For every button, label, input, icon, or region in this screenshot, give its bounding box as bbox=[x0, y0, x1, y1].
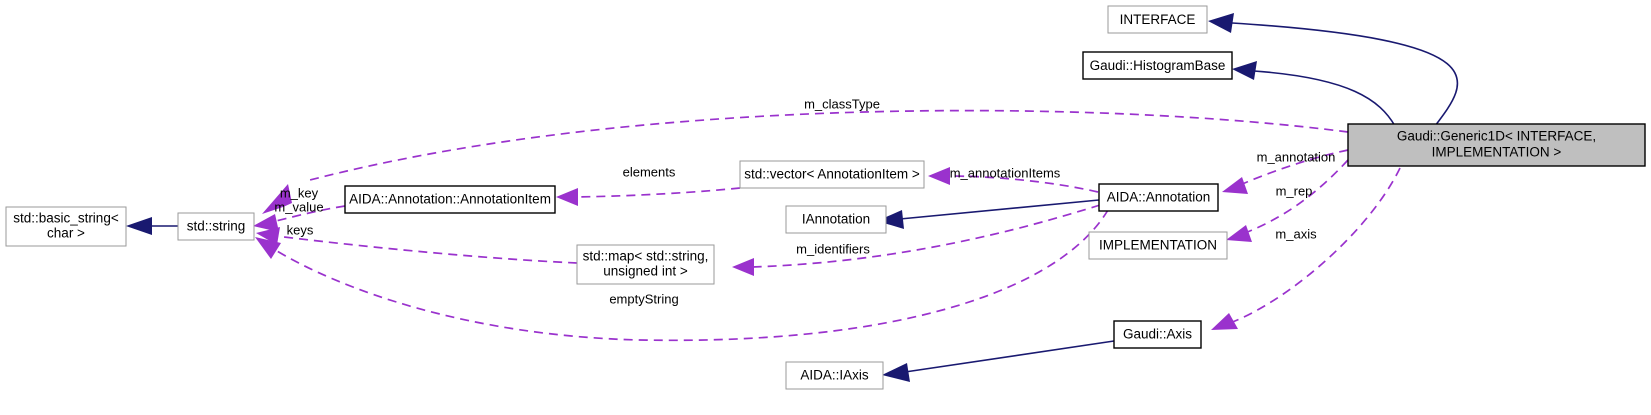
edge-m_classType: m_classType bbox=[262, 96, 1349, 214]
edge-label-keys: keys bbox=[287, 222, 314, 237]
edge-label-m_identifiers: m_identifiers bbox=[796, 241, 870, 256]
node-std-vector-annotationitem-box[interactable] bbox=[739, 160, 925, 189]
node-gaudi-generic1d-label-line1: Gaudi::Generic1D< INTERFACE, bbox=[1397, 129, 1596, 144]
edge-m_rep: m_rep bbox=[1226, 159, 1349, 242]
edge-inherit-basicstring bbox=[126, 217, 178, 235]
edge-label-m_value: m_value bbox=[274, 199, 323, 214]
node-std-basic-string-box[interactable] bbox=[5, 206, 127, 247]
edge-label-m_annotation: m_annotation bbox=[1257, 149, 1336, 164]
node-implementation[interactable]: IMPLEMENTATION bbox=[1088, 231, 1228, 260]
node-std-vector-annotationitem[interactable]: std::vector< AnnotationItem > bbox=[739, 160, 925, 189]
node-aida-annotation-box[interactable] bbox=[1098, 183, 1219, 212]
edge-m_key-m_value: m_key m_value bbox=[253, 185, 346, 232]
edge-label-m_key: m_key bbox=[280, 185, 319, 200]
node-aida-annotation-annotationitem[interactable]: AIDA::Annotation::AnnotationItem bbox=[344, 185, 556, 214]
node-std-vector-annotationitem-label: std::vector< AnnotationItem > bbox=[744, 167, 920, 182]
edge-inherit-histogrambase bbox=[1232, 61, 1396, 127]
node-iannotation-box[interactable] bbox=[785, 205, 887, 234]
node-std-map-label-line2: unsigned int > bbox=[603, 264, 688, 279]
node-std-map-label-line1: std::map< std::string, bbox=[583, 249, 709, 264]
edge-label-elements: elements bbox=[623, 164, 676, 179]
edge-label-emptyString: emptyString bbox=[609, 291, 678, 306]
node-std-map[interactable]: std::map< std::string, unsigned int > bbox=[576, 244, 715, 285]
edge-elements: elements bbox=[556, 164, 741, 206]
node-interface-label: INTERFACE bbox=[1120, 12, 1196, 27]
node-aida-annotation-annotationitem-box[interactable] bbox=[344, 185, 556, 214]
node-std-basic-string-label-line2: char > bbox=[47, 226, 85, 241]
edge-inherit-interface bbox=[1208, 13, 1459, 127]
node-std-map-box[interactable] bbox=[576, 244, 715, 285]
node-aida-annotation-label: AIDA::Annotation bbox=[1107, 190, 1211, 205]
node-gaudi-histogrambase-box[interactable] bbox=[1082, 51, 1233, 80]
node-gaudi-histogrambase[interactable]: Gaudi::HistogramBase bbox=[1082, 51, 1233, 80]
node-std-string-label: std::string bbox=[187, 219, 246, 234]
node-gaudi-histogrambase-label: Gaudi::HistogramBase bbox=[1090, 58, 1226, 73]
node-aida-iaxis[interactable]: AIDA::IAxis bbox=[785, 361, 884, 390]
node-interface-box[interactable] bbox=[1107, 5, 1208, 34]
node-gaudi-axis-box[interactable] bbox=[1113, 320, 1202, 349]
edge-label-m_classType: m_classType bbox=[804, 96, 880, 111]
node-std-string[interactable]: std::string bbox=[177, 212, 255, 241]
edge-m_axis: m_axis bbox=[1211, 167, 1401, 330]
node-gaudi-axis[interactable]: Gaudi::Axis bbox=[1113, 320, 1202, 349]
edge-keys: keys bbox=[256, 222, 578, 264]
edge-m_identifiers: m_identifiers bbox=[732, 204, 1101, 276]
edge-label-m_annotationItems: m_annotationItems bbox=[950, 165, 1061, 180]
node-std-basic-string[interactable]: std::basic_string< char > bbox=[5, 206, 127, 247]
edge-label-m_axis: m_axis bbox=[1275, 226, 1317, 241]
node-std-basic-string-label-line1: std::basic_string< bbox=[13, 211, 119, 226]
node-gaudi-generic1d-box[interactable] bbox=[1347, 123, 1646, 167]
node-aida-annotation-annotationitem-label: AIDA::Annotation::AnnotationItem bbox=[349, 192, 551, 207]
edge-inherit-aidaiaxis bbox=[882, 340, 1115, 382]
edge-m_annotationItems: m_annotationItems bbox=[928, 165, 1099, 193]
node-gaudi-axis-label: Gaudi::Axis bbox=[1123, 327, 1192, 342]
node-std-string-box[interactable] bbox=[177, 212, 255, 241]
node-aida-annotation[interactable]: AIDA::Annotation bbox=[1098, 183, 1219, 212]
edge-m_annotation: m_annotation bbox=[1222, 149, 1349, 194]
node-implementation-box[interactable] bbox=[1088, 231, 1228, 260]
node-gaudi-generic1d-label-line2: IMPLEMENTATION > bbox=[1432, 145, 1562, 160]
node-gaudi-generic1d[interactable]: Gaudi::Generic1D< INTERFACE, IMPLEMENTAT… bbox=[1347, 123, 1646, 167]
node-aida-iaxis-box[interactable] bbox=[785, 361, 884, 390]
node-iannotation[interactable]: IAnnotation bbox=[785, 205, 887, 234]
edge-label-m_rep: m_rep bbox=[1276, 183, 1313, 198]
node-interface[interactable]: INTERFACE bbox=[1107, 5, 1208, 34]
node-aida-iaxis-label: AIDA::IAxis bbox=[800, 368, 869, 383]
edge-inherit-iannotation bbox=[877, 199, 1100, 229]
node-iannotation-label: IAnnotation bbox=[802, 212, 870, 227]
node-implementation-label: IMPLEMENTATION bbox=[1099, 238, 1217, 253]
